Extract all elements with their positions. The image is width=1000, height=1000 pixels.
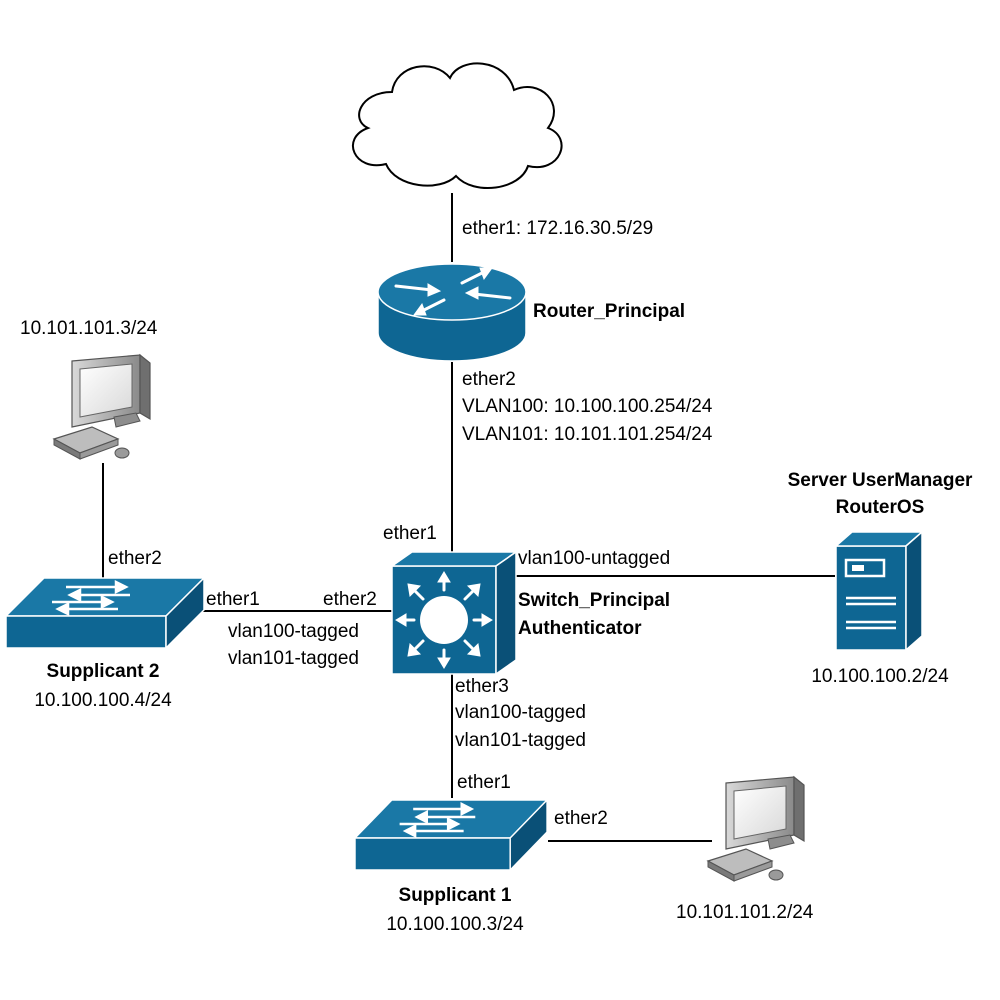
- layer3-switch-icon: [389, 550, 519, 676]
- server-ip: 10.100.100.2/24: [811, 666, 949, 687]
- switch-down-tag1: vlan100-tagged: [455, 702, 586, 723]
- server-name-line2: RouterOS: [835, 497, 925, 518]
- switch-name-line2: Authenticator: [518, 618, 642, 639]
- server-icon: [834, 530, 924, 652]
- supplicant2-tag1: vlan100-tagged: [228, 621, 359, 642]
- supplicant1-port-up-label: ether1: [457, 772, 511, 793]
- pc-right-ip: 10.101.101.2/24: [676, 902, 814, 923]
- supplicant2-ip: 10.100.100.4/24: [34, 690, 172, 711]
- supplicant2-port-right-label: ether1: [206, 589, 260, 610]
- pc-right-icon: [707, 776, 805, 882]
- supplicant2-tag2: vlan101-tagged: [228, 648, 359, 669]
- supplicant1-port-right-label: ether2: [554, 808, 608, 829]
- supplicant2-port-up-label: ether2: [108, 548, 162, 569]
- supplicant2-switch-icon: [4, 576, 206, 650]
- cloud-icon: [352, 62, 563, 190]
- supplicant2-name: Supplicant 2: [46, 661, 160, 682]
- router-icon: [377, 263, 527, 362]
- supplicant1-switch-icon: [353, 798, 549, 872]
- switch-port-down-label: ether3: [455, 676, 509, 697]
- switch-port-left-label: ether2: [323, 589, 377, 610]
- cloud-link-label: ether1: 172.16.30.5/29: [462, 218, 654, 239]
- supplicant1-ip: 10.100.100.3/24: [386, 914, 524, 935]
- switch-down-tag2: vlan101-tagged: [455, 730, 586, 751]
- switch-port-right-label: vlan100-untagged: [518, 548, 671, 569]
- server-name-line1: Server UserManager: [787, 470, 973, 491]
- switch-name-line1: Switch_Principal: [518, 590, 671, 611]
- supplicant1-name: Supplicant 1: [398, 885, 512, 906]
- router-name: Router_Principal: [533, 301, 686, 322]
- router-vlan100-label: VLAN100: 10.100.100.254/24: [462, 396, 713, 417]
- router-vlan101-label: VLAN101: 10.101.101.254/24: [462, 424, 713, 445]
- pc-left-icon: [53, 354, 151, 460]
- switch-port-up-label: ether1: [383, 523, 437, 544]
- pc-left-ip: 10.101.101.3/24: [20, 318, 158, 339]
- router-port-label: ether2: [462, 369, 516, 390]
- links: [102, 193, 835, 842]
